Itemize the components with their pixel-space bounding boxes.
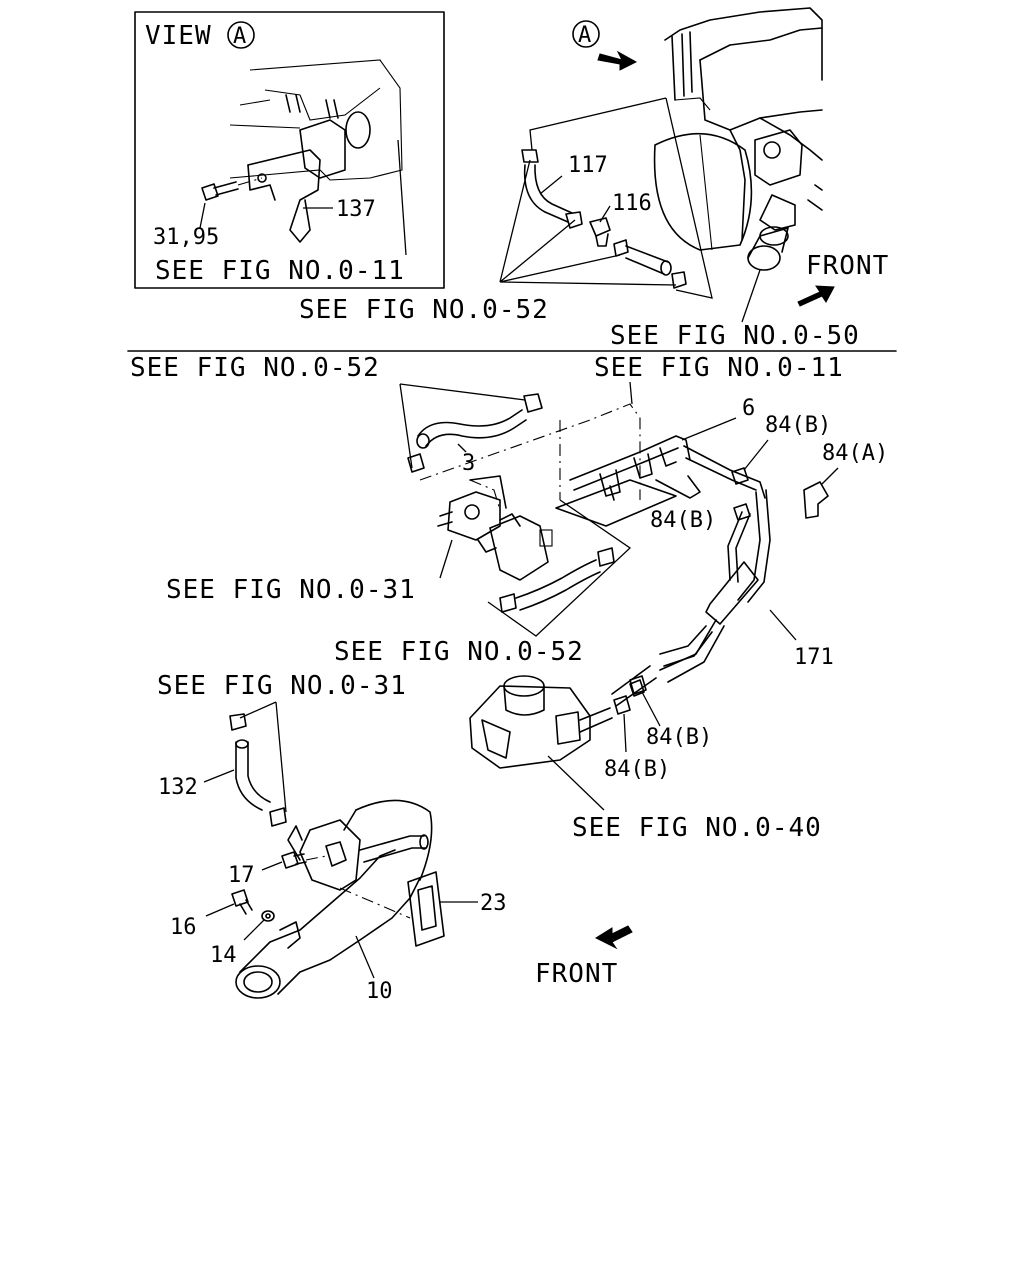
front-arrow-bottom bbox=[594, 925, 633, 950]
marker-a-circle bbox=[572, 20, 600, 48]
part-137: 137 bbox=[336, 197, 376, 222]
bolt-17 bbox=[281, 851, 307, 869]
leader-84b-4 bbox=[623, 713, 627, 753]
hose-lower-mid bbox=[499, 547, 615, 613]
leader-fig-0-31-b bbox=[239, 701, 287, 813]
leader-3 bbox=[457, 443, 467, 453]
sensor-116 bbox=[589, 217, 611, 247]
clamp-84b-upper bbox=[731, 467, 751, 521]
leader-fig-0-50 bbox=[741, 269, 761, 323]
clamp-84b-lower bbox=[613, 675, 647, 715]
ref-fig-0-11-b: SEE FIG NO.0-11 bbox=[594, 353, 844, 383]
ref-fig-0-52-c: SEE FIG NO.0-52 bbox=[334, 637, 584, 667]
part-84a: 84(A) bbox=[822, 441, 888, 466]
ref-fig-0-31-a: SEE FIG NO.0-31 bbox=[166, 575, 416, 605]
leader-fig-0-40 bbox=[547, 755, 605, 811]
leader-117 bbox=[539, 175, 563, 195]
ref-fig-0-50: SEE FIG NO.0-50 bbox=[610, 321, 860, 351]
leader-fig-0-11-a bbox=[397, 139, 407, 256]
part-3: 3 bbox=[462, 451, 475, 476]
part-31-95: 31,95 bbox=[153, 225, 219, 250]
hose-171 bbox=[611, 489, 771, 707]
leader-116 bbox=[599, 205, 611, 223]
leader-84a bbox=[821, 467, 839, 485]
leader-10 bbox=[355, 935, 375, 979]
part-23: 23 bbox=[480, 891, 507, 916]
bolt-31-95 bbox=[201, 181, 239, 201]
hose-lower-top-view bbox=[613, 239, 687, 289]
view-marker-circle bbox=[227, 21, 255, 49]
water-outlet-neck bbox=[747, 226, 789, 271]
leader-fig-0-31-a bbox=[439, 539, 453, 579]
ref-fig-0-11-a: SEE FIG NO.0-11 bbox=[155, 256, 405, 286]
heater-unit bbox=[469, 675, 613, 769]
part-10: 10 bbox=[366, 979, 393, 1004]
heater-hose-section: SEE FIG NO.0-52 SEE FIG NO.0-11 3 bbox=[130, 353, 888, 843]
ref-fig-0-31-b: SEE FIG NO.0-31 bbox=[157, 671, 407, 701]
part-6: 6 bbox=[742, 396, 755, 421]
ref-fig-0-52-b: SEE FIG NO.0-52 bbox=[130, 353, 380, 383]
view-a-frame bbox=[134, 11, 445, 289]
front-label-bottom: FRONT bbox=[535, 959, 618, 989]
part-132: 132 bbox=[158, 775, 198, 800]
leader-84b-1 bbox=[743, 439, 769, 471]
leader-84b-3 bbox=[641, 691, 661, 727]
gasket-23 bbox=[407, 871, 445, 947]
part-84b-1: 84(B) bbox=[765, 413, 831, 438]
part-84b-4: 84(B) bbox=[604, 757, 670, 782]
leader-6 bbox=[681, 417, 737, 441]
part-17: 17 bbox=[228, 863, 255, 888]
bracket-137 bbox=[247, 149, 321, 243]
part-16: 16 bbox=[170, 915, 197, 940]
part-84b-2: 84(B) bbox=[650, 508, 716, 533]
part-117: 117 bbox=[568, 153, 608, 178]
leader-132 bbox=[203, 769, 235, 783]
ref-fig-0-40: SEE FIG NO.0-40 bbox=[572, 813, 822, 843]
engine-view-top: A bbox=[299, 7, 889, 351]
leader-16 bbox=[205, 903, 235, 917]
hose-132 bbox=[229, 713, 287, 827]
leader-14 bbox=[243, 919, 265, 941]
front-label-top: FRONT bbox=[806, 251, 889, 281]
view-a-inset: VIEW A 137 31,95 SEE F bbox=[134, 11, 445, 289]
leader-fig-0-52-b bbox=[399, 383, 526, 469]
hose-3 bbox=[407, 393, 543, 473]
clamp-84a bbox=[803, 481, 829, 519]
marker-a: A bbox=[578, 23, 591, 48]
view-marker: A bbox=[233, 24, 246, 49]
part-14: 14 bbox=[210, 943, 237, 968]
front-arrow-top bbox=[797, 285, 835, 307]
engine-head-sketch bbox=[229, 59, 403, 181]
hose-117 bbox=[521, 149, 583, 229]
pipe-assembly-6 bbox=[569, 435, 766, 501]
bolt-16 bbox=[231, 889, 253, 915]
outlet-pipe-10 bbox=[235, 799, 433, 999]
water-valve-block bbox=[437, 491, 553, 581]
ref-fig-0-52-a: SEE FIG NO.0-52 bbox=[299, 295, 549, 325]
part-116: 116 bbox=[612, 191, 652, 216]
leader-171 bbox=[769, 609, 797, 641]
washer-14 bbox=[261, 910, 275, 922]
leader-fig-0-52-a bbox=[499, 159, 677, 286]
view-direction-arrow bbox=[597, 50, 638, 71]
leader-17 bbox=[261, 861, 283, 871]
leader-31-95 bbox=[199, 202, 206, 229]
water-outlet-section: SEE FIG NO.0-31 132 10 bbox=[157, 671, 633, 1004]
part-171: 171 bbox=[794, 645, 834, 670]
view-title: VIEW bbox=[145, 21, 212, 51]
leader-upper-bracket bbox=[529, 97, 667, 151]
part-84b-3: 84(B) bbox=[646, 725, 712, 750]
leader-fig-0-11-b bbox=[629, 381, 633, 405]
